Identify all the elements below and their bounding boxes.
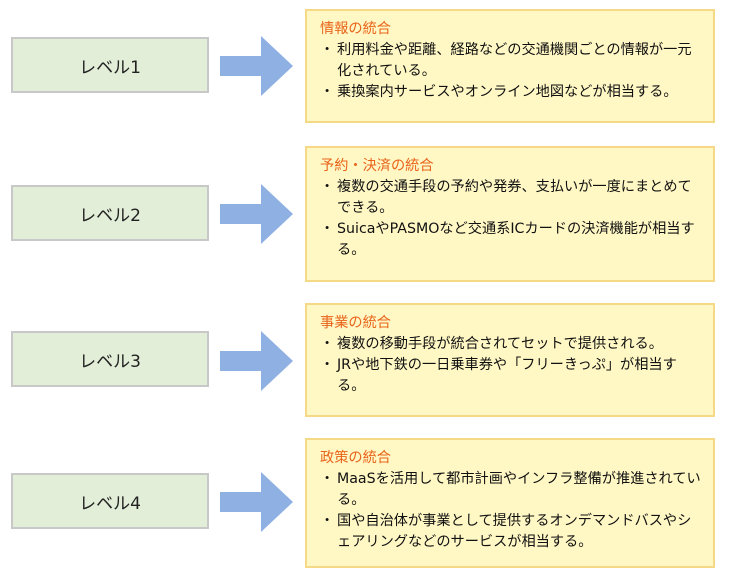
list-item: ・ 国や自治体が事業として提供するオンデマンドバスやシェアリングなどのサービスが… xyxy=(320,511,703,553)
list-item: ・ 利用料金や距離、経路などの交通機関ごとの情報が一元化されている。 xyxy=(320,40,703,82)
bullet-mark: ・ xyxy=(320,42,335,58)
arrow-right-icon xyxy=(220,184,293,244)
bullet-text: 複数の移動手段が統合されてセットで提供される。 xyxy=(337,336,663,352)
bullet-text: 複数の交通手段の予約や発券、支払いが一度にまとめてできる。 xyxy=(337,179,692,216)
list-item: ・ MaaSを活用して都市計画やインフラ整備が推進されている。 xyxy=(320,469,703,511)
arrow-2-shape xyxy=(220,184,293,244)
level-3-title: 事業の統合 xyxy=(320,315,391,331)
level-4-box: レベル4 xyxy=(11,473,209,529)
level-2-label: レベル2 xyxy=(79,205,141,226)
list-item: ・ 乗換案内サービスやオンライン地図などが相当する。 xyxy=(320,82,703,103)
bullet-mark: ・ xyxy=(320,221,335,237)
list-item: ・ 複数の移動手段が統合されてセットで提供される。 xyxy=(320,334,703,355)
bullet-text: SuicaやPASMOなど交通系ICカードの決済機能が相当する。 xyxy=(337,221,695,258)
list-item: ・ 複数の交通手段の予約や発券、支払いが一度にまとめてできる。 xyxy=(320,177,703,219)
bullet-text: 乗換案内サービスやオンライン地図などが相当する。 xyxy=(337,84,678,100)
level-2-box: レベル2 xyxy=(11,185,209,241)
list-item: ・ SuicaやPASMOなど交通系ICカードの決済機能が相当する。 xyxy=(320,219,703,261)
level-4-label: レベル4 xyxy=(79,493,141,514)
bullet-mark: ・ xyxy=(320,179,335,195)
bullet-mark: ・ xyxy=(320,471,335,487)
bullet-text: 国や自治体が事業として提供するオンデマンドバスやシェアリングなどのサービスが相当… xyxy=(337,513,692,550)
level-3-label: レベル3 xyxy=(79,351,141,372)
arrow-right-icon xyxy=(220,36,293,96)
bullet-mark: ・ xyxy=(320,513,335,529)
level-3-box: レベル3 xyxy=(11,331,209,387)
bullet-mark: ・ xyxy=(320,357,335,373)
level-1-title: 情報の統合 xyxy=(320,21,391,37)
level-4-description: 政策の統合 ・ MaaSを活用して都市計画やインフラ整備が推進されている。 ・ … xyxy=(305,438,715,568)
level-1-description: 情報の統合 ・ 利用料金や距離、経路などの交通機関ごとの情報が一元化されている。… xyxy=(305,9,715,123)
arrow-3-shape xyxy=(220,331,293,391)
list-item: ・ JRや地下鉄の一日乗車券や「フリーきっぷ」が相当する。 xyxy=(320,355,703,397)
arrow-right-icon xyxy=(220,472,293,532)
arrow-1-shape xyxy=(220,36,293,96)
level-1-box: レベル1 xyxy=(11,37,209,93)
bullet-mark: ・ xyxy=(320,84,335,100)
level-4-title: 政策の統合 xyxy=(320,450,391,466)
bullet-text: 利用料金や距離、経路などの交通機関ごとの情報が一元化されている。 xyxy=(337,42,692,79)
level-2-title: 予約・決済の統合 xyxy=(320,158,434,174)
arrow-right-icon xyxy=(220,331,293,391)
bullet-text: JRや地下鉄の一日乗車券や「フリーきっぷ」が相当する。 xyxy=(337,357,677,394)
level-3-description: 事業の統合 ・ 複数の移動手段が統合されてセットで提供される。 ・ JRや地下鉄… xyxy=(305,303,715,417)
arrow-4-shape xyxy=(220,472,293,532)
bullet-mark: ・ xyxy=(320,336,335,352)
level-2-description: 予約・決済の統合 ・ 複数の交通手段の予約や発券、支払いが一度にまとめてできる。… xyxy=(305,146,715,282)
bullet-text: MaaSを活用して都市計画やインフラ整備が推進されている。 xyxy=(337,471,701,508)
level-1-label: レベル1 xyxy=(79,57,141,78)
